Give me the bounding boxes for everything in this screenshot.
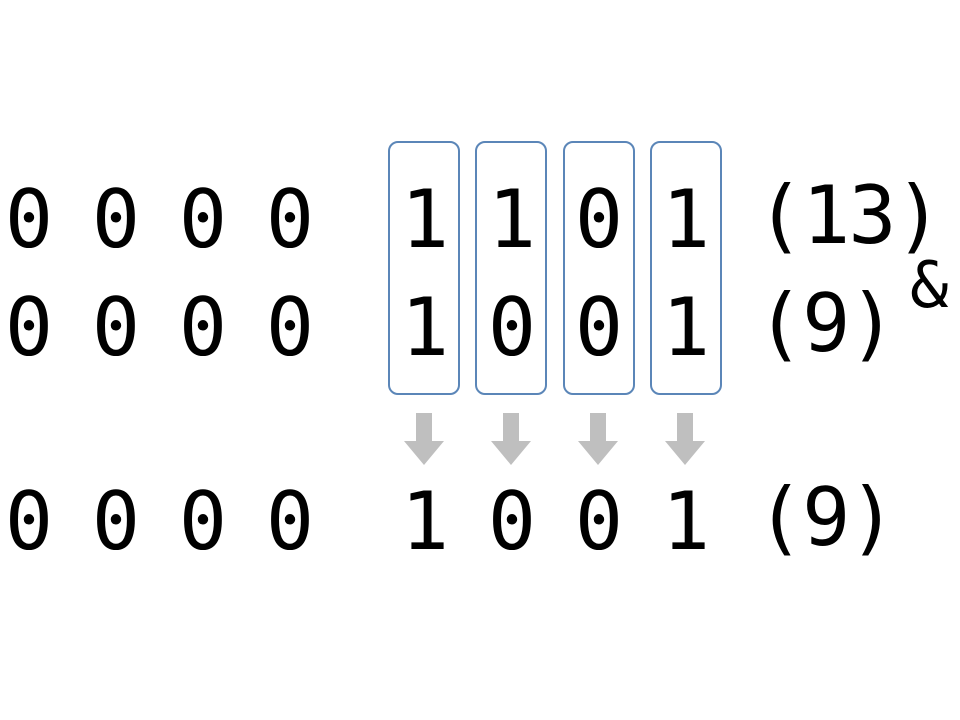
- bit-digit: 1: [400, 281, 450, 374]
- decimal-value-label: (9): [756, 471, 896, 564]
- bit-digit: 1: [661, 281, 711, 374]
- bit-digit: 1: [400, 173, 450, 266]
- bit-digit: 0: [4, 173, 54, 266]
- bit-digit: 0: [91, 475, 141, 568]
- bit-digit: 1: [400, 475, 450, 568]
- bit-column-box-2: [475, 141, 547, 395]
- decimal-value-label: (9): [756, 277, 896, 370]
- bit-digit: 1: [487, 173, 537, 266]
- bit-digit: 0: [91, 173, 141, 266]
- and-operator: &: [910, 249, 949, 323]
- decimal-value-label: (13): [756, 169, 943, 262]
- bit-digit: 0: [178, 475, 228, 568]
- down-arrow-icon: [578, 413, 618, 465]
- bit-digit: 1: [661, 173, 711, 266]
- bit-digit: 0: [574, 281, 624, 374]
- bit-digit: 0: [574, 173, 624, 266]
- bit-digit: 1: [661, 475, 711, 568]
- down-arrow-icon: [404, 413, 444, 465]
- bit-digit: 0: [4, 475, 54, 568]
- bit-digit: 0: [91, 281, 141, 374]
- bit-digit: 0: [487, 281, 537, 374]
- bit-column-box-1: [563, 141, 635, 395]
- bit-digit: 0: [4, 281, 54, 374]
- bit-digit: 0: [487, 475, 537, 568]
- bit-column-box-0: [650, 141, 722, 395]
- bit-digit: 0: [178, 173, 228, 266]
- bit-digit: 0: [265, 475, 315, 568]
- bit-digit: 0: [265, 281, 315, 374]
- down-arrow-icon: [491, 413, 531, 465]
- bit-digit: 0: [178, 281, 228, 374]
- bit-digit: 0: [574, 475, 624, 568]
- bit-digit: 0: [265, 173, 315, 266]
- bit-column-box-3: [388, 141, 460, 395]
- down-arrow-icon: [665, 413, 705, 465]
